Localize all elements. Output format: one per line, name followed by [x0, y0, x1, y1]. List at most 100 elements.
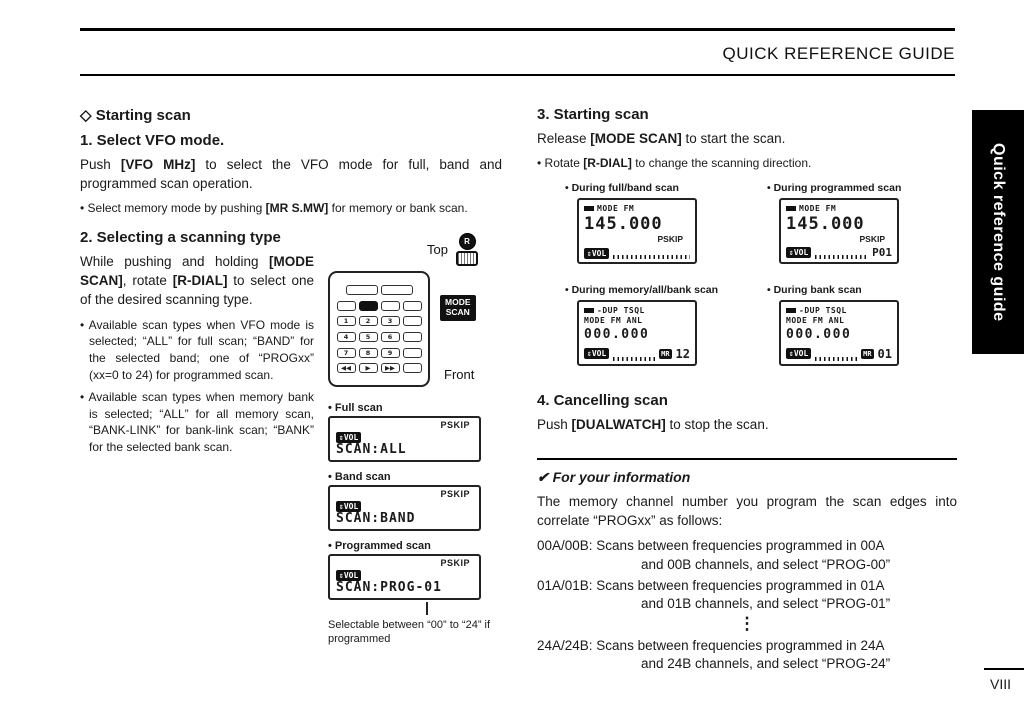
- section-4-heading: 4. Cancelling scan: [537, 391, 668, 409]
- keypad-key-8: 8: [358, 347, 378, 358]
- keypad-key: [402, 331, 422, 342]
- pskip-indicator: PSKIP: [440, 420, 470, 431]
- radio-top-icon: R: [456, 232, 478, 266]
- keypad-key-4: 4: [336, 331, 356, 342]
- info-paragraph: The memory channel number you program th…: [537, 494, 957, 529]
- keypad-key: [380, 300, 400, 311]
- memory-channel-readout: 12: [675, 346, 690, 361]
- mode-readout: MODE FM ANL: [584, 315, 643, 325]
- front-view-label: Front: [444, 367, 475, 383]
- keypad-key-forward: ▶▶: [380, 363, 400, 374]
- mode-readout: MODE FM ANL: [786, 315, 845, 325]
- programmed-scan-display: • During programmed scan MODE FM 145.000…: [767, 182, 963, 264]
- frequency-readout: 145.000: [786, 213, 865, 234]
- section-3-paragraph: Release [MODE SCAN] to start the scan.: [537, 131, 786, 146]
- left-column: ◇ Starting scan 1. Select VFO mode. Push…: [80, 106, 502, 647]
- lcd-band-scan: PSKIP ⇕VOL SCAN:BAND: [328, 485, 481, 532]
- section-3-note: • Rotate [R-DIAL] to change the scanning…: [537, 156, 812, 171]
- key-label: [VFO MHz]: [120, 157, 196, 172]
- scan-display-grid: • During full/band scan MODE FM 145.000 …: [565, 182, 957, 366]
- mode-scan-key: [358, 300, 378, 311]
- radio-body-icon: [456, 250, 478, 266]
- frequency-readout: 000.000: [584, 326, 650, 342]
- vertical-ellipsis: ⋮: [738, 614, 756, 634]
- keypad-key: [345, 284, 378, 295]
- section-1-note: • Select memory mode by pushing [MR S.MW…: [80, 201, 468, 216]
- keypad-key: [402, 363, 422, 374]
- info-divider: [537, 458, 957, 461]
- keypad-key: [380, 284, 413, 295]
- vol-badge: ⇕VOL: [336, 501, 362, 513]
- remote-front-panel: 1 2 3 4 5 6 7 8: [328, 271, 430, 388]
- vol-badge: ⇕VOL: [786, 246, 812, 258]
- battery-icon: [584, 205, 594, 211]
- display-label: • During full/band scan: [565, 181, 679, 194]
- key-label: [MODE SCAN]: [80, 254, 314, 289]
- keypad-key: [402, 300, 422, 311]
- signal-meter: [613, 254, 690, 259]
- mode-readout: MODE FM: [597, 203, 635, 213]
- section-1-paragraph: Push [VFO MHz] to select the VFO mode fo…: [80, 157, 502, 192]
- prog-entry-01: 01A/01B: Scans between frequencies progr…: [537, 577, 891, 612]
- lcd-programmed-scan-running: MODE FM 145.000 PSKIP ⇕VOL P01: [779, 197, 899, 264]
- keypad-key-9: 9: [380, 347, 400, 358]
- section-3-heading: 3. Starting scan: [537, 106, 649, 123]
- vol-badge: ⇕VOL: [584, 247, 610, 259]
- keypad-key-3: 3: [380, 316, 400, 327]
- vol-badge: ⇕VOL: [336, 570, 362, 582]
- lcd-full-band-scan: MODE FM 145.000 PSKIP ⇕VOL: [577, 197, 697, 264]
- mode-scan-badge: MODE SCAN: [440, 295, 476, 321]
- radio-top-view: Top R: [322, 229, 502, 269]
- keypad-key-6: 6: [380, 331, 400, 342]
- keypad-key: [402, 347, 422, 358]
- scan-type-readout: SCAN:PROG-01: [336, 580, 442, 596]
- lcd-memory-scan: -DUP TSQL MODE FM ANL 000.000 ⇕VOL MR 12: [577, 299, 697, 366]
- right-column: 3. Starting scan Release [MODE SCAN] to …: [537, 106, 957, 676]
- vol-badge: ⇕VOL: [336, 432, 362, 444]
- section-2: 2. Selecting a scanning type While pushi…: [80, 229, 502, 647]
- page-title: QUICK REFERENCE GUIDE: [722, 44, 955, 63]
- memory-badge: MR: [659, 348, 672, 359]
- lcd-bank-scan: -DUP TSQL MODE FM ANL 000.000 ⇕VOL MR 01: [779, 299, 899, 366]
- scan-type-readout: SCAN:ALL: [336, 442, 407, 458]
- frequency-readout: 000.000: [786, 326, 852, 342]
- programmed-scan-label: • Programmed scan: [328, 540, 431, 553]
- section-1-heading: 1. Select VFO mode.: [80, 132, 225, 149]
- lcd-full-scan: PSKIP ⇕VOL SCAN:ALL: [328, 416, 481, 463]
- section-2-note-1: • Available scan types when VFO mode is …: [80, 317, 314, 382]
- keypad-key-1: 1: [336, 316, 356, 327]
- prog-entry-24: 24A/24B: Scans between frequencies progr…: [537, 637, 891, 671]
- battery-icon: [786, 307, 796, 313]
- signal-meter: [613, 356, 656, 361]
- info-heading: ✔ For your information: [537, 469, 691, 486]
- page-number-rule: [984, 668, 1024, 670]
- signal-meter: [815, 254, 869, 259]
- section-2-note-2: • Available scan types when memory bank …: [80, 389, 314, 455]
- radio-front-view: 1 2 3 4 5 6 7 8: [328, 271, 502, 393]
- pskip-indicator: PSKIP: [859, 233, 885, 244]
- caption-pointer-line: [426, 602, 428, 616]
- prog-entry-00: 00A/00B: Scans between frequencies progr…: [537, 538, 891, 572]
- band-scan-label: • Band scan: [328, 471, 391, 484]
- memory-channel-readout: 01: [877, 346, 892, 361]
- key-label: [R-DIAL]: [172, 273, 228, 289]
- key-label: [MR S.MW]: [265, 201, 329, 216]
- signal-meter: [815, 356, 858, 361]
- r-dial-knob-icon: R: [458, 232, 476, 250]
- display-label: • During bank scan: [767, 283, 862, 296]
- memory-scan-display: • During memory/all/bank scan -DUP TSQL …: [565, 284, 761, 366]
- side-tab-label: Quick reference guide: [972, 110, 1024, 354]
- key-label: [DUALWATCH]: [571, 416, 666, 432]
- key-label: [MODE SCAN]: [590, 131, 682, 146]
- battery-icon: [786, 205, 796, 211]
- display-label: • During programmed scan: [767, 181, 902, 194]
- programmed-scan-figure: • Programmed scan PSKIP ⇕VOL SCAN:PROG-0…: [328, 540, 502, 601]
- frequency-readout: 145.000: [584, 213, 663, 234]
- vol-badge: ⇕VOL: [786, 348, 812, 360]
- bank-scan-display: • During bank scan -DUP TSQL MODE FM ANL…: [767, 284, 963, 366]
- keypad-key: [336, 300, 356, 311]
- programmed-scan-caption: Selectable between “00” to “24” if progr…: [328, 619, 491, 646]
- section-2-heading: 2. Selecting a scanning type: [80, 229, 281, 247]
- program-channel-readout: P01: [872, 245, 892, 259]
- keypad-key-7: 7: [336, 347, 356, 358]
